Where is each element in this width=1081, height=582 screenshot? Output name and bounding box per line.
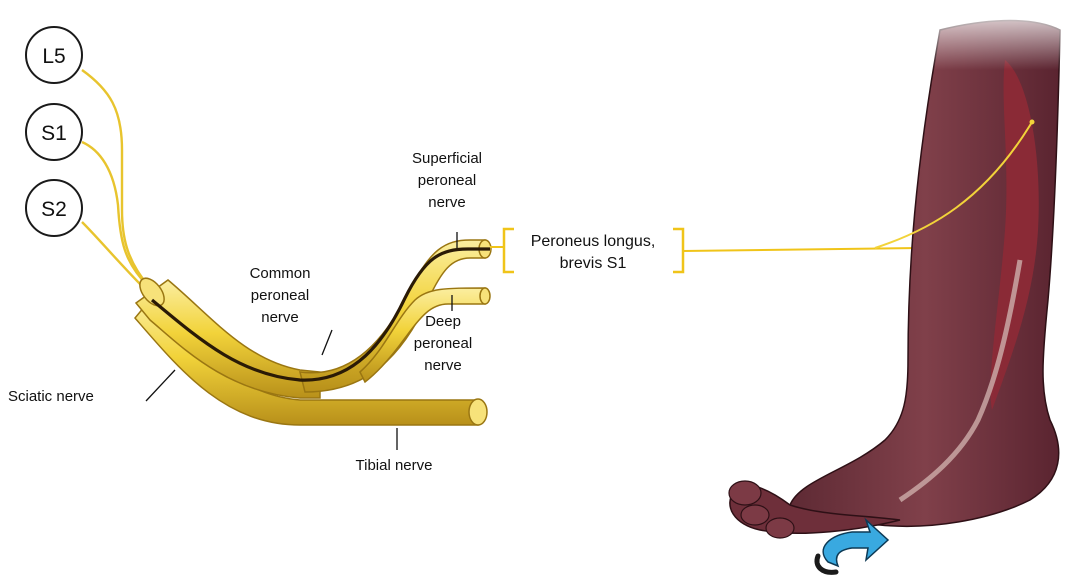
label-deep-peroneal-1: Deep bbox=[425, 313, 461, 330]
label-common-peroneal-1: Common bbox=[250, 265, 311, 282]
root-s2: S2 bbox=[26, 180, 82, 236]
root-s1: S1 bbox=[26, 104, 82, 160]
muscle-label-line-2: brevis S1 bbox=[560, 255, 627, 272]
root-fibers bbox=[82, 70, 150, 290]
label-common-peroneal-2: peroneal bbox=[251, 287, 309, 304]
leg-foot-illustration bbox=[729, 0, 1081, 538]
label-common-peroneal-3: nerve bbox=[261, 309, 299, 326]
muscle-label-line-1: Peroneus longus, bbox=[531, 233, 656, 250]
label-deep-peroneal-2: peroneal bbox=[414, 335, 472, 352]
root-s2-label: S2 bbox=[41, 198, 67, 221]
root-l5-label: L5 bbox=[42, 45, 65, 68]
sciatic-nerve-trunk bbox=[135, 240, 491, 425]
label-superficial-peroneal-2: peroneal bbox=[418, 172, 476, 189]
label-deep-peroneal-3: nerve bbox=[424, 357, 462, 374]
label-sciatic-nerve: Sciatic nerve bbox=[8, 388, 94, 405]
label-superficial-peroneal-3: nerve bbox=[428, 194, 466, 211]
muscle-label-box: Peroneus longus, brevis S1 bbox=[504, 229, 683, 272]
root-s1-label: S1 bbox=[41, 122, 67, 145]
root-l5: L5 bbox=[26, 27, 82, 83]
label-tibial-nerve: Tibial nerve bbox=[356, 457, 433, 474]
label-superficial-peroneal-1: Superficial bbox=[412, 150, 482, 167]
